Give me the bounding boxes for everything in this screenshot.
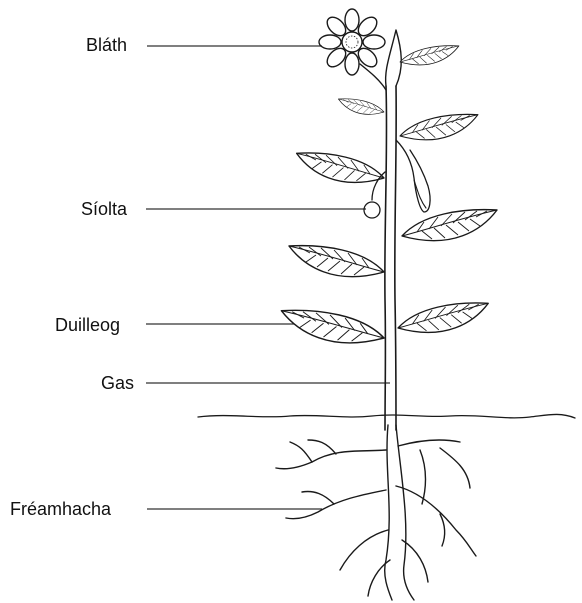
leaves: [281, 46, 497, 343]
flower-bud: [386, 30, 402, 86]
stem: [385, 86, 396, 430]
ground-line: [198, 414, 575, 418]
leader-lines: [146, 46, 390, 509]
roots: [276, 425, 476, 600]
flower: [319, 9, 385, 75]
flower-stalk: [360, 64, 386, 90]
